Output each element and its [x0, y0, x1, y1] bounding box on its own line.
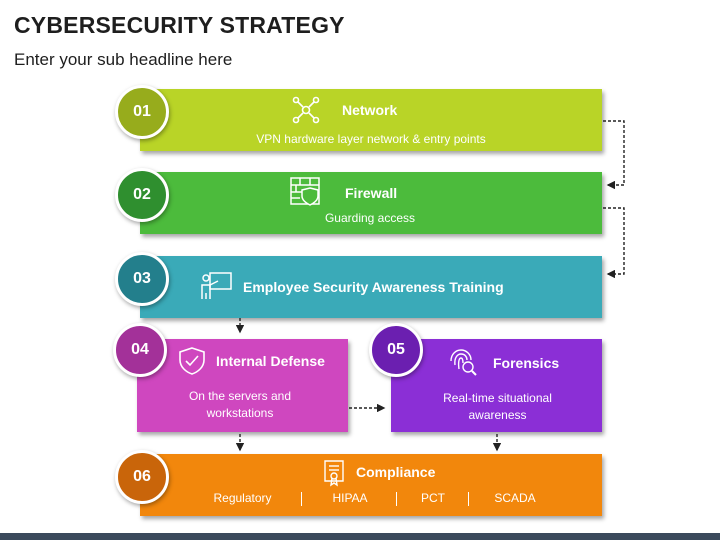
certificate-icon [324, 460, 344, 487]
fingerprint-search-icon [450, 349, 477, 376]
compliance-item: SCADA [494, 491, 536, 505]
step-03-title: Employee Security Awareness Training [243, 279, 504, 295]
step-01-title: Network [342, 102, 398, 118]
network-icon [292, 96, 320, 124]
step-02-description: Guarding access [324, 211, 416, 225]
bottom-strip [0, 533, 720, 540]
compliance-item: Regulatory [213, 491, 272, 505]
step-03-badge: 03 [115, 252, 169, 306]
compliance-separator [396, 492, 397, 506]
page-subtitle: Enter your sub headline here [14, 50, 233, 69]
shield-check-icon [179, 347, 205, 375]
step-02-bar [140, 172, 602, 234]
compliance-separator [468, 492, 469, 506]
step-03-bar [140, 256, 602, 318]
step-01-badge: 01 [115, 85, 169, 139]
step-05-title: Forensics [493, 355, 560, 371]
step-04-description: On the servers and workstations [188, 389, 292, 420]
step-02-badge: 02 [115, 168, 169, 222]
step-06-title: Compliance [356, 464, 436, 480]
compliance-item: PCT [421, 491, 445, 505]
step-05-description: Real-time situational awareness [443, 391, 552, 422]
step-04-badge: 04 [113, 323, 167, 377]
step-05-badge: 05 [369, 323, 423, 377]
step-01-bar [140, 89, 602, 151]
step-04-title: Internal Defense [216, 353, 325, 369]
step-04-bar [137, 339, 348, 432]
compliance-separator [301, 492, 302, 506]
step-01-description: VPN hardware layer network & entry point… [256, 132, 486, 146]
step-06-badge: 06 [115, 450, 169, 504]
connector-01-02 [603, 120, 625, 190]
step-02-title: Firewall [345, 185, 398, 201]
compliance-item: HIPAA [332, 491, 368, 505]
presentation-icon [201, 272, 232, 299]
step-06-bar [140, 454, 602, 516]
page-title: CYBERSECURITY STRATEGY [14, 12, 345, 38]
firewall-shield-icon [290, 177, 320, 206]
step-05-bar [391, 339, 602, 432]
connector-02-03 [603, 207, 625, 279]
